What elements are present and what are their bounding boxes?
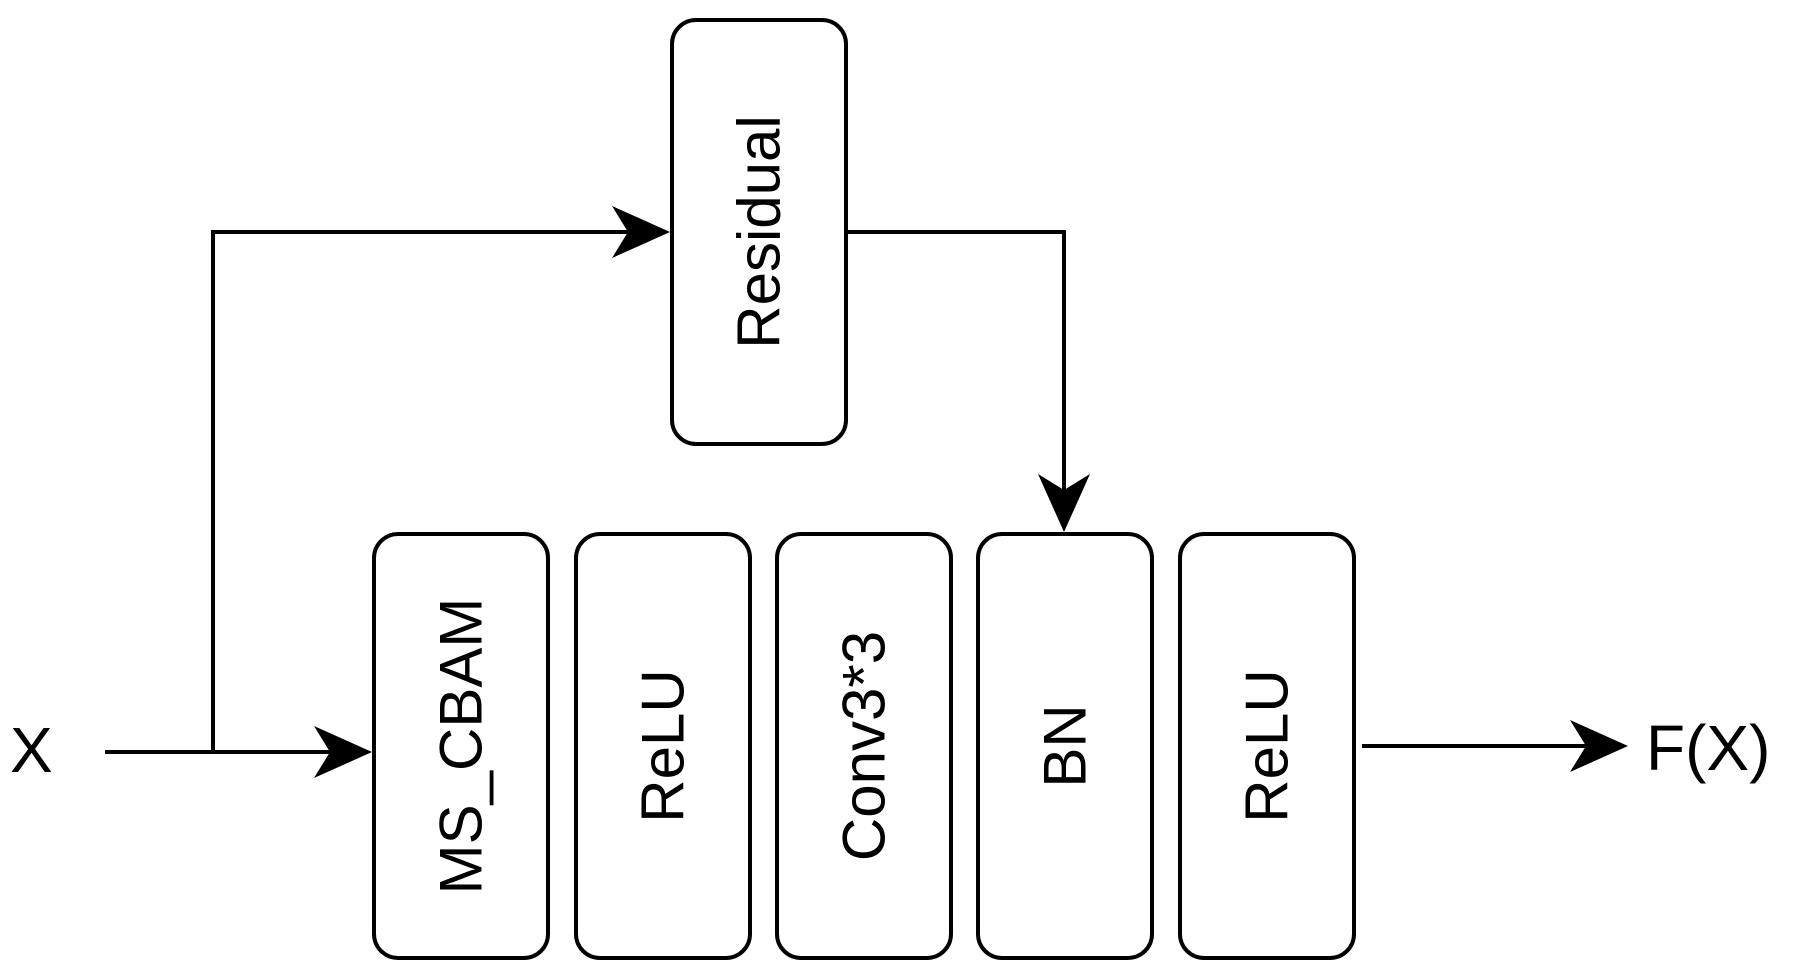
output-label: F(X) [1646, 712, 1770, 784]
skip-path-wire [211, 230, 630, 752]
relu-block-1 [574, 532, 752, 960]
ms-cbam-label: MS_CBAM [428, 598, 495, 895]
bn-input-arrowhead [1038, 474, 1090, 532]
residual-output-wire [846, 230, 1066, 492]
input-label: X [10, 714, 53, 786]
relu-label-1: ReLU [630, 669, 697, 822]
bn-label: BN [1032, 704, 1099, 787]
block-chain: MS_CBAM ReLU Conv3*3 BN ReLU [372, 532, 1356, 960]
output-arrowhead [1570, 720, 1628, 772]
relu-label-2: ReLU [1234, 669, 1301, 822]
relu-block-2 [1178, 532, 1356, 960]
ms-cbam-block [372, 532, 550, 960]
bn-block [976, 532, 1154, 960]
input-arrowhead [314, 726, 372, 778]
residual-input-arrowhead [612, 206, 670, 258]
residual-label: Residual [726, 115, 793, 348]
conv3x3-block [775, 532, 953, 960]
conv3x3-label: Conv3*3 [831, 631, 898, 861]
